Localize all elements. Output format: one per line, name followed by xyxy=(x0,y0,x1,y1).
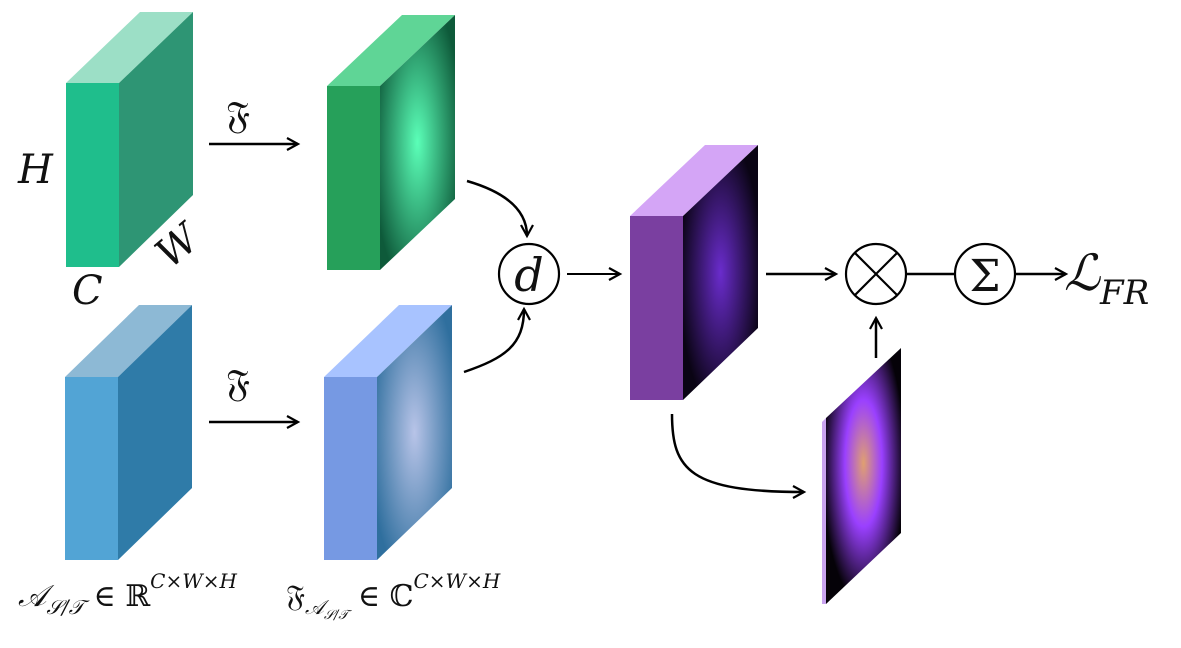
distance-map-tensor xyxy=(630,145,758,400)
student-spectrum-top xyxy=(327,15,455,86)
distance-map-front xyxy=(630,216,683,400)
teacher-spectrum-side xyxy=(377,305,452,560)
loss-subscript: FR xyxy=(1099,273,1149,313)
fourier-caption-symbol: 𝔉 xyxy=(286,579,305,614)
curve-arrow-map-to-weight xyxy=(670,413,807,499)
teacher-spectrum-tensor xyxy=(324,305,452,560)
distance-label: d xyxy=(514,248,543,302)
student-spectrum-tensor xyxy=(327,15,455,270)
activation-superscript: C×W×H xyxy=(150,569,237,593)
teacher-spectrum-front xyxy=(324,377,377,560)
curve-arrow-top-to-distance xyxy=(466,179,534,239)
teacher-spectrum-top xyxy=(324,305,452,377)
fourier-caption-superscript: C×W×H xyxy=(413,569,500,593)
channel-label: C xyxy=(72,268,103,314)
curve-arrow-bottom-to-distance xyxy=(463,306,531,374)
teacher-feature-tensor xyxy=(65,305,192,560)
student-tensor-top xyxy=(66,12,193,83)
distance-map-top xyxy=(630,145,758,216)
loss-label: ℒFR xyxy=(1064,244,1149,313)
student-tensor-side xyxy=(119,12,193,267)
activation-caption: 𝒜𝒮/𝒯 ∈ ℝC×W×H xyxy=(18,569,238,619)
student-spectrum-front xyxy=(327,86,380,270)
student-spectrum-side xyxy=(380,15,455,270)
loss-symbol: ℒ xyxy=(1064,244,1101,302)
weight-map-edge xyxy=(822,418,826,604)
activation-domain: ∈ ℝ xyxy=(84,579,151,614)
fourier-transform-bottom-label: 𝔉 xyxy=(226,361,250,405)
fourier-transform-top-label: 𝔉 xyxy=(226,93,250,137)
product-cross-b xyxy=(854,252,898,296)
fourier-caption-subsubscript: 𝒮/𝒯 xyxy=(324,608,352,623)
teacher-tensor-top xyxy=(65,305,192,377)
fourier-caption: 𝔉𝒜𝒮/𝒯 ∈ ℂC×W×H xyxy=(286,569,501,623)
distance-map-side xyxy=(683,145,758,400)
fourier-caption-domain: ∈ ℂ xyxy=(348,579,413,614)
sum-label: Σ xyxy=(969,251,1000,302)
teacher-tensor-side xyxy=(118,305,192,560)
activation-subscript: 𝒮/𝒯 xyxy=(46,595,90,619)
weight-map-face xyxy=(826,348,901,604)
height-label: H xyxy=(17,147,54,193)
weight-map xyxy=(822,348,901,604)
teacher-tensor-front xyxy=(65,377,118,560)
student-feature-tensor xyxy=(66,12,193,267)
distance-node xyxy=(497,242,561,306)
student-tensor-front xyxy=(66,83,119,267)
